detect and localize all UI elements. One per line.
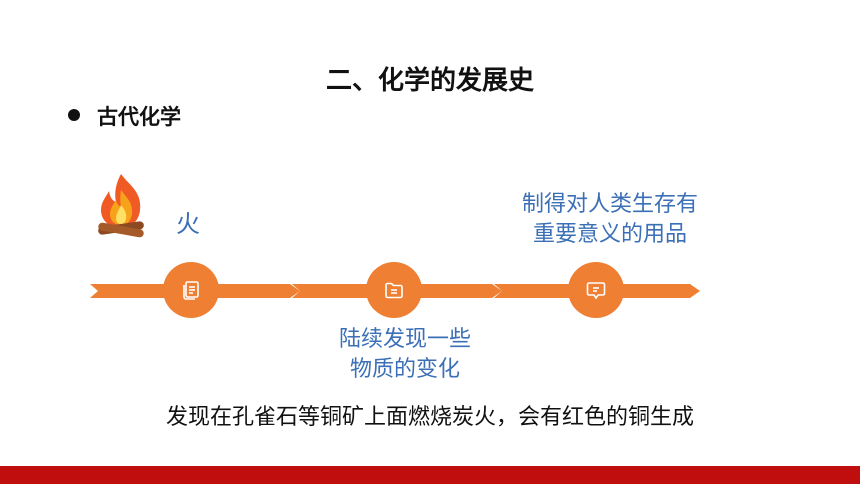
useful-products-text: 制得对人类生存有 重要意义的用品 [521, 192, 698, 247]
message-icon [586, 282, 606, 300]
timeline-node-3[interactable] [568, 262, 624, 318]
bullet-dot [68, 109, 80, 121]
section-label: 古代化学 [97, 105, 181, 129]
folder-icon [385, 282, 403, 299]
timeline-node-2[interactable] [366, 262, 422, 318]
material-changes-text: 陆续发现一些 物质的变化 [338, 327, 471, 382]
fire-label: 火 [176, 210, 200, 238]
discovery-sentence: 发现在孔雀石等铜矿上面燃烧炭火，会有红色的铜生成 [165, 405, 694, 430]
document-icon [183, 281, 199, 300]
campfire-icon [98, 174, 144, 238]
slide-title: 二、化学的发展史 [325, 66, 534, 96]
bottom-bar [0, 466, 860, 484]
timeline-node-1[interactable] [163, 262, 219, 318]
